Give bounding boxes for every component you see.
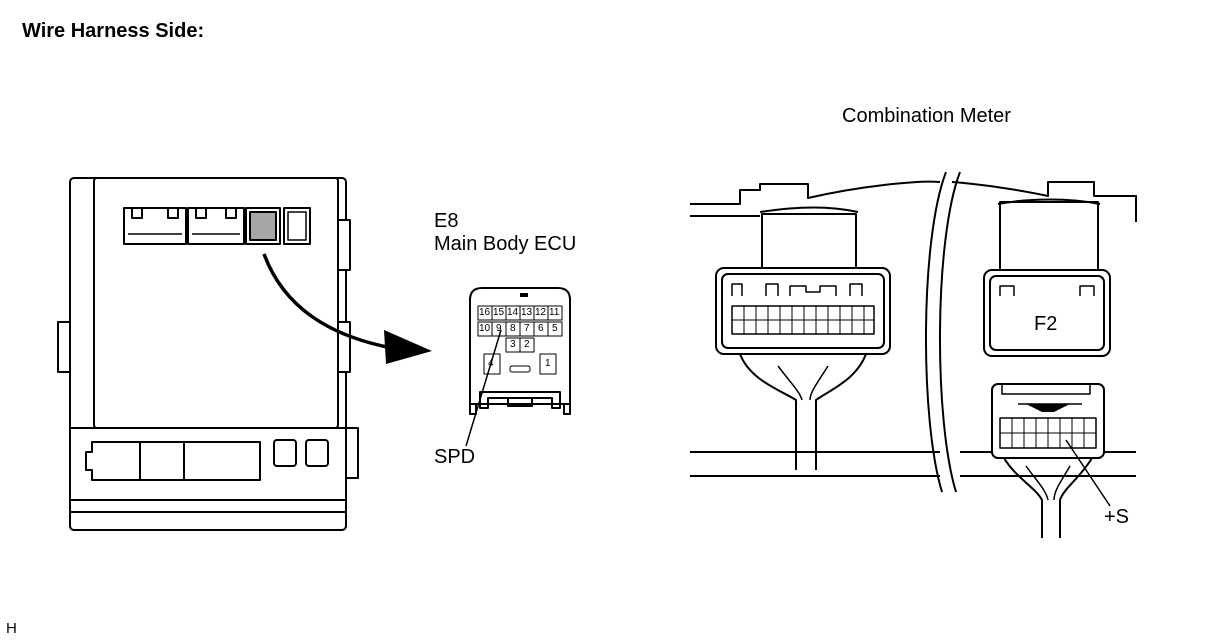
combination-meter xyxy=(690,171,1137,538)
pin-label: 8 xyxy=(510,323,516,334)
pin-label: 10 xyxy=(479,323,491,334)
pin-label: 1 xyxy=(545,358,551,369)
pin-label: 14 xyxy=(507,307,519,318)
spd-terminal-label: SPD xyxy=(434,446,476,468)
pin-label: 7 xyxy=(524,323,530,334)
ecu-connector-code: E8 xyxy=(434,210,459,232)
pin-label: 12 xyxy=(535,307,547,318)
pin-label: 16 xyxy=(479,307,491,318)
f2-connector-label: F2 xyxy=(1034,313,1058,335)
pin-label: 4 xyxy=(488,358,494,369)
pin-label: 5 xyxy=(552,323,558,334)
meter-name: Combination Meter xyxy=(842,105,1011,127)
pin-label: 6 xyxy=(538,323,544,334)
footer-code: H xyxy=(6,620,17,637)
pin-label: 15 xyxy=(493,307,505,318)
pin-label: 11 xyxy=(549,307,560,318)
e8-connector xyxy=(469,287,571,415)
spd-leader-line xyxy=(465,329,502,447)
pin-label: 9 xyxy=(496,323,502,334)
page-title: Wire Harness Side: xyxy=(22,20,205,42)
ecu-top-connectors xyxy=(123,207,311,245)
plus-s-terminal-label: +S xyxy=(1104,506,1130,528)
plus-s-leader-line xyxy=(1065,439,1111,507)
highlighted-connector xyxy=(249,211,277,241)
pin-label: 2 xyxy=(524,339,530,350)
pointer-arrow xyxy=(262,253,432,364)
pin-label: 3 xyxy=(510,339,516,350)
pin-label: 13 xyxy=(521,307,533,318)
ecu-name: Main Body ECU xyxy=(434,233,577,255)
